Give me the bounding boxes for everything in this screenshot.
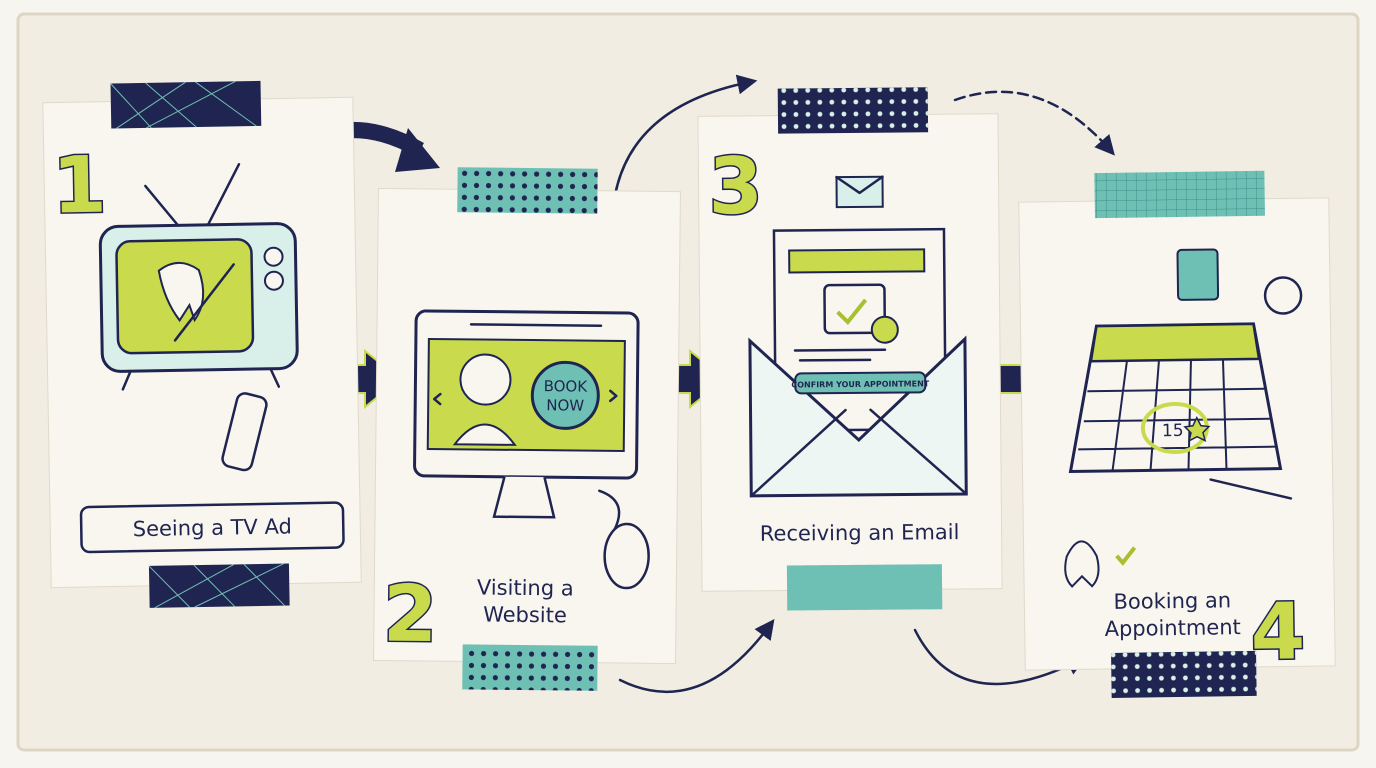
- confirm-appointment-button[interactable]: CONFIRM YOUR APPOINTMENT: [791, 371, 930, 395]
- step-label: Receiving an Email: [760, 520, 960, 546]
- calendar-day: 15: [1162, 421, 1184, 441]
- step-label-line1: Visiting a: [477, 575, 574, 600]
- step-card-4: 15 4 Booking an Appointment: [1018, 170, 1336, 698]
- step-card-2: BOOK NOW 2 Visiting a Website: [373, 167, 681, 691]
- step-number: 4: [1250, 587, 1306, 678]
- step-card-1: 1 Seeing a TV Ad: [42, 80, 362, 609]
- label-box: [79, 501, 345, 554]
- step-number: 1: [52, 141, 108, 232]
- book-now-line2: NOW: [546, 396, 584, 414]
- washi-tape: [148, 563, 290, 608]
- calendar-icon: [1064, 248, 1303, 588]
- step-number: 3: [708, 142, 763, 232]
- step-label-line1: Booking an: [1113, 588, 1231, 614]
- computer-icon: [413, 309, 650, 590]
- book-now-button[interactable]: BOOK NOW: [530, 360, 600, 430]
- step-label-line2: Website: [483, 603, 567, 628]
- step-card-3: 3 CONFIRM YOUR APPOINTMENT Receiving an …: [697, 87, 1003, 611]
- step-number: 2: [383, 570, 438, 661]
- step-label: Seeing a TV Ad: [133, 514, 292, 541]
- confirm-appointment-text: CONFIRM YOUR APPOINTMENT: [791, 379, 930, 389]
- tv-icon: [98, 163, 299, 472]
- book-now-line1: BOOK: [544, 377, 589, 395]
- step-label-line2: Appointment: [1104, 615, 1240, 641]
- washi-tape: [110, 80, 262, 129]
